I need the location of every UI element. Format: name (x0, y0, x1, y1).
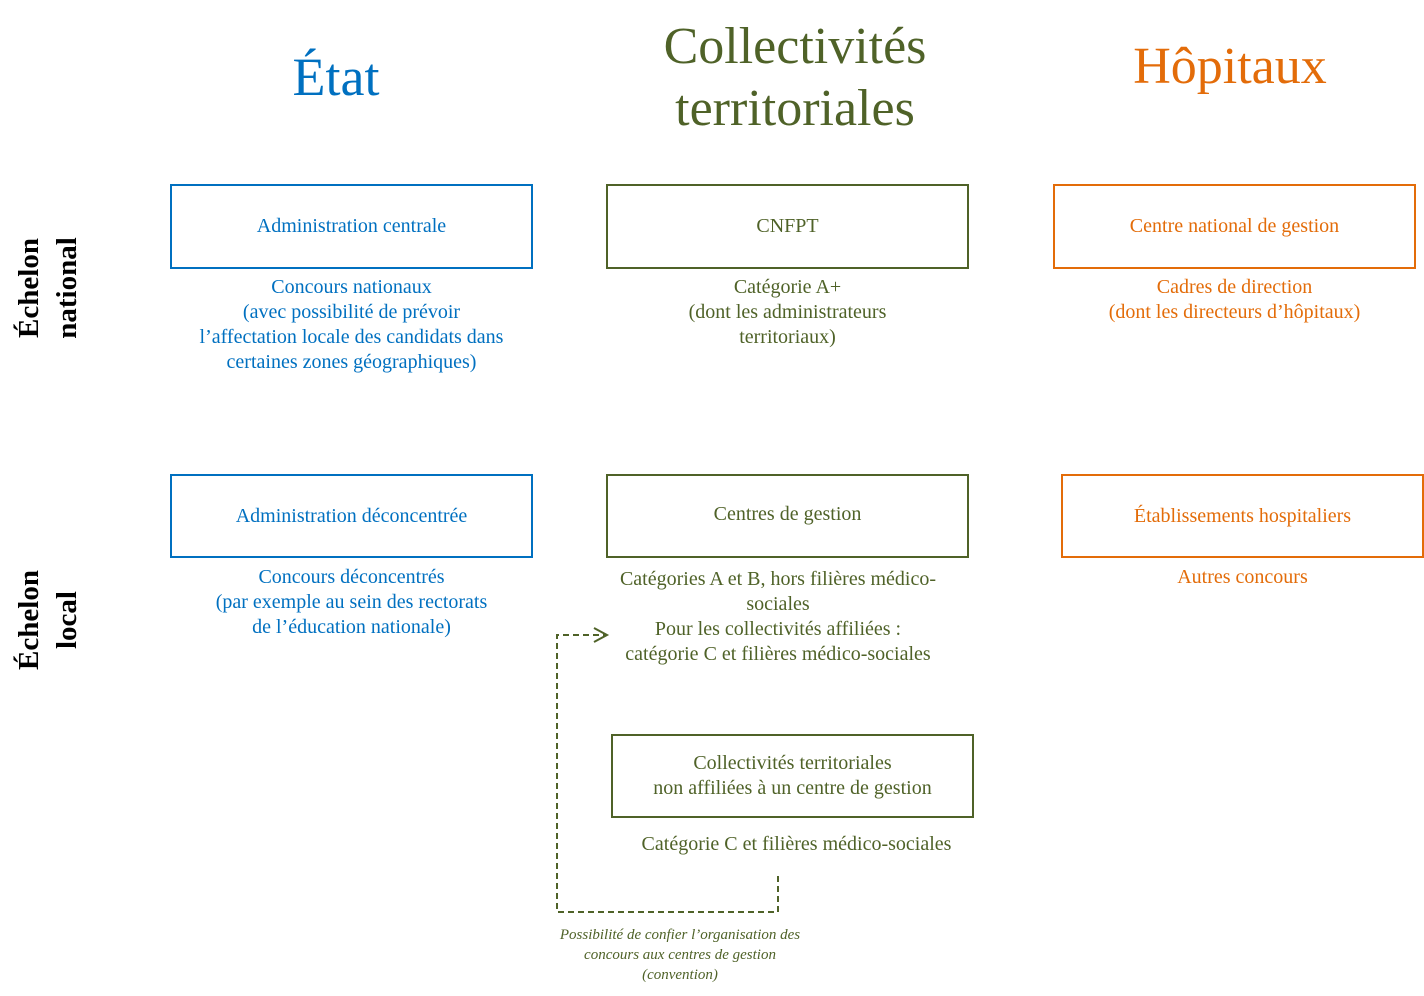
text-categorie-a-plus: Catégorie A+ (dont les administrateurs t… (688, 276, 887, 348)
box-etablissements-hospitaliers: Établissements hospitaliers (1061, 474, 1424, 558)
text-concours-deconcentres: Concours déconcentrés (par exemple au se… (215, 566, 488, 638)
text-cadres-direction: Cadres de direction (dont les directeurs… (1108, 276, 1361, 323)
column-title-hopitaux: Hôpitaux (1133, 38, 1327, 95)
box-administration-deconcentree: Administration déconcentrée (170, 474, 533, 558)
text-convention-note: Possibilité de confier l’organisation de… (559, 927, 801, 983)
box-administration-centrale: Administration centrale (170, 184, 533, 269)
text-autres-concours: Autres concours (1177, 566, 1308, 588)
box-centres-de-gestion: Centres de gestion (606, 474, 969, 558)
column-title-collectivites: Collectivités territoriales (663, 18, 927, 137)
text-categories-a-b: Catégories A et B, hors filières médico-… (619, 568, 937, 665)
text-concours-nationaux: Concours nationaux (avec possibilité de … (199, 276, 504, 373)
box-centre-national-gestion: Centre national de gestion (1053, 184, 1416, 269)
column-title-etat: État (292, 47, 380, 107)
text-categorie-c: Catégorie C et filières médico-sociales (641, 833, 952, 855)
box-collectivites-non-affiliees: Collectivités territoriales non affiliée… (611, 734, 974, 818)
box-cnfpt: CNFPT (606, 184, 969, 269)
